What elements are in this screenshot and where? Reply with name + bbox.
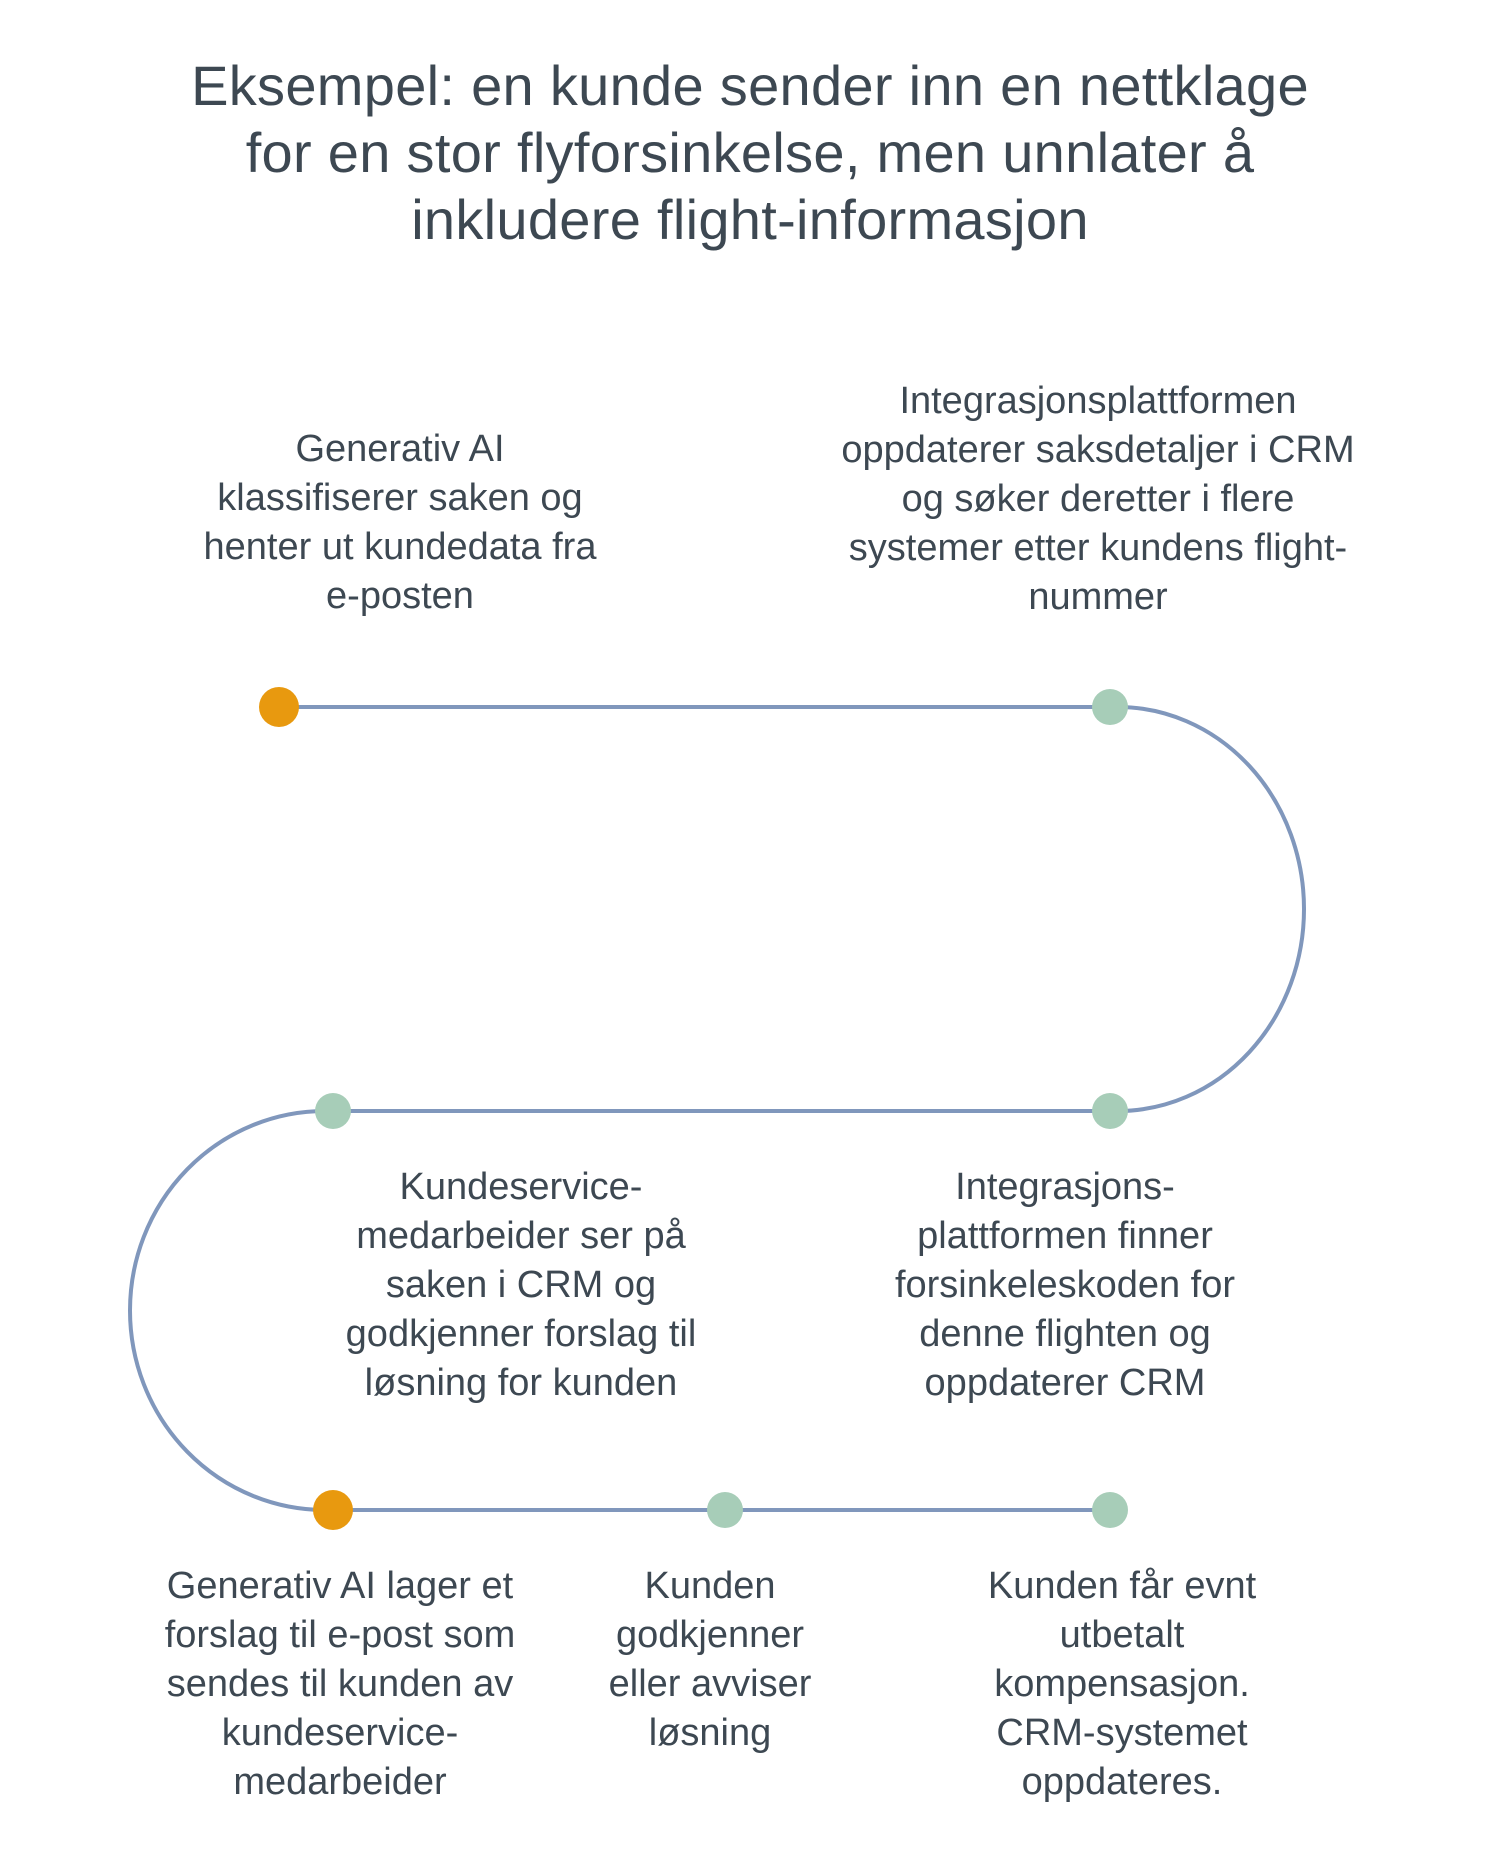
step-1-label: Generativ AI klassifiserer saken og hent… <box>203 428 597 618</box>
step-7-dot <box>1092 1492 1128 1528</box>
step-6-label: Kunden godkjenner eller avviser løsning <box>608 1565 812 1755</box>
step-5-dot <box>313 1490 353 1530</box>
timeline-curve-right <box>1116 705 1306 1113</box>
step-3-label: Integrasjons- plattformen finner forsink… <box>894 1166 1236 1405</box>
step-4-label: Kundeservice- medarbeider ser på saken i… <box>345 1166 697 1405</box>
step-1-dot <box>259 687 299 727</box>
step-6-dot <box>707 1492 743 1528</box>
step-3-dot <box>1092 1093 1128 1129</box>
step-2-label: Integrasjonsplattformen oppdaterer saksd… <box>841 380 1355 619</box>
step-4-dot <box>315 1093 351 1129</box>
timeline-curve-left <box>128 1109 327 1512</box>
page-title: Eksempel: en kunde sender inn en nettkla… <box>191 54 1309 252</box>
step-2-dot <box>1092 689 1128 725</box>
step-7-label: Kunden får evnt utbetalt kompensasjon. C… <box>987 1565 1257 1804</box>
step-5-label: Generativ AI lager et forslag til e-post… <box>164 1565 516 1804</box>
